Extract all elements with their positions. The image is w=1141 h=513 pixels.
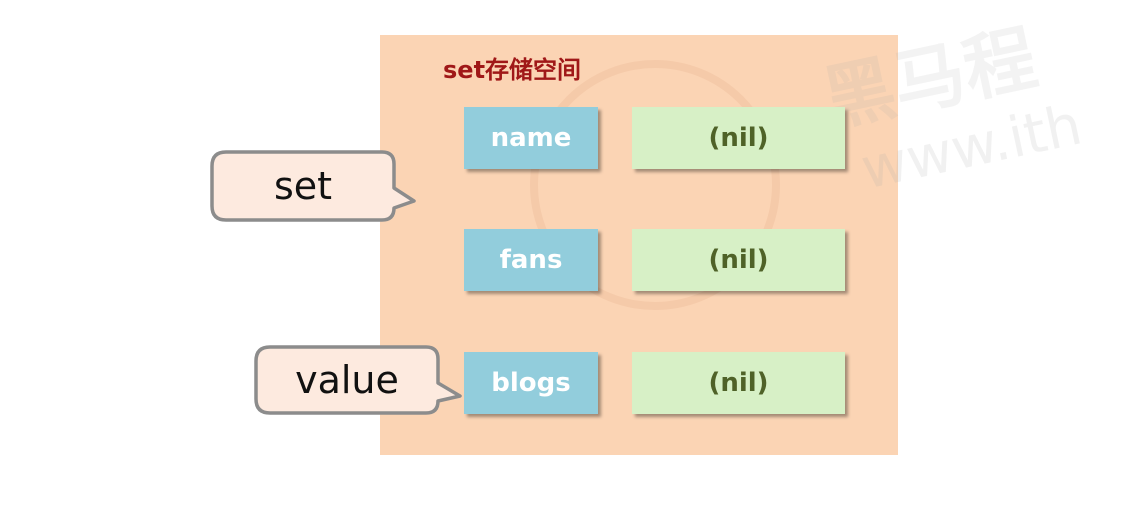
value-box-name: (nil) xyxy=(632,107,845,169)
key-box-name: name xyxy=(464,107,598,169)
key-box-blogs: blogs xyxy=(464,352,598,414)
watermark-logo-icon xyxy=(530,60,780,310)
set-callout-label: set xyxy=(273,164,333,208)
value-box-fans: (nil) xyxy=(632,229,845,291)
storage-title: set存储空间 xyxy=(443,56,582,84)
key-box-fans: fans xyxy=(464,229,598,291)
value-callout-label: value xyxy=(295,358,399,402)
value-box-blogs: (nil) xyxy=(632,352,845,414)
